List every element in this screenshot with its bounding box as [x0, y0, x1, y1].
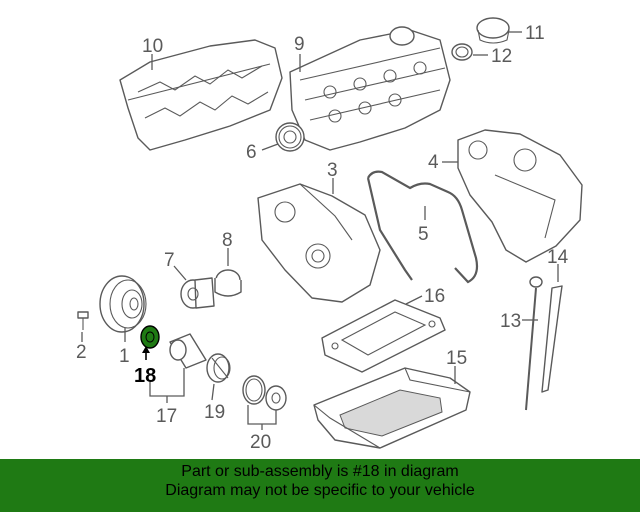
callout-19[interactable]: 19	[204, 402, 225, 423]
callout-8[interactable]: 8	[222, 230, 233, 251]
part-16-baffle[interactable]	[321, 299, 446, 373]
callout-17[interactable]: 17	[156, 406, 177, 427]
callout-14[interactable]: 14	[547, 247, 569, 268]
part-18-seal-highlighted[interactable]	[140, 325, 160, 349]
callout-labels: 10 9 11 12 6 3 4 5 7 8 16 14 13 2 1 18 1…	[76, 23, 569, 453]
part-6-sprocket[interactable]	[275, 122, 305, 152]
part-19-seal[interactable]	[206, 353, 231, 383]
notice-line-part: Part or sub-assembly is #18 in diagram	[181, 463, 459, 480]
part-12-cap-seal[interactable]	[451, 43, 473, 61]
part-20-plug[interactable]	[265, 385, 287, 411]
part-2-bolt[interactable]	[77, 311, 89, 330]
callout-10[interactable]: 10	[142, 36, 163, 57]
callout-7[interactable]: 7	[164, 250, 175, 271]
callout-20[interactable]: 20	[250, 432, 271, 453]
part-4-front-cover[interactable]	[457, 129, 583, 263]
part-10-valve-cover[interactable]	[119, 39, 283, 151]
part-9-cylinder-head[interactable]	[289, 26, 451, 151]
callout-16[interactable]: 16	[424, 286, 445, 307]
part-14-dipstick-tube[interactable]	[541, 285, 563, 393]
callout-9[interactable]: 9	[294, 34, 305, 55]
callout-18-highlighted[interactable]: 18	[134, 365, 156, 387]
callout-2[interactable]: 2	[76, 342, 87, 363]
part-11-filler-cap[interactable]	[476, 17, 510, 44]
part-13-dipstick[interactable]	[525, 276, 543, 411]
callout-4[interactable]: 4	[428, 152, 439, 173]
callout-3[interactable]: 3	[327, 160, 338, 181]
part-1-crank-pulley[interactable]	[99, 275, 147, 333]
callout-11[interactable]: 11	[525, 23, 545, 44]
part-5-gasket[interactable]	[366, 170, 479, 284]
callout-13[interactable]: 13	[500, 311, 521, 332]
callout-1[interactable]: 1	[119, 346, 130, 367]
part-15-oil-pan[interactable]	[313, 367, 471, 449]
exploded-parts-diagram: 10 9 11 12 6 3 4 5 7 8 16 14 13 2 1 18 1…	[76, 17, 583, 453]
callout-12[interactable]: 12	[491, 46, 512, 67]
callout-5[interactable]: 5	[418, 224, 429, 245]
callout-6[interactable]: 6	[246, 142, 257, 163]
callout-15[interactable]: 15	[446, 348, 467, 369]
leader-lines	[81, 31, 559, 430]
part-20-oring[interactable]	[242, 375, 266, 405]
part-17-sleeve[interactable]	[169, 333, 207, 369]
diagram-notice-banner: Part or sub-assembly is #18 in diagram D…	[0, 459, 640, 512]
part-3-timing-cover[interactable]	[257, 183, 381, 303]
part-7-pump[interactable]	[180, 277, 215, 309]
notice-line-disclaimer: Diagram may not be specific to your vehi…	[165, 482, 475, 499]
part-8-bushing[interactable]	[214, 269, 242, 297]
